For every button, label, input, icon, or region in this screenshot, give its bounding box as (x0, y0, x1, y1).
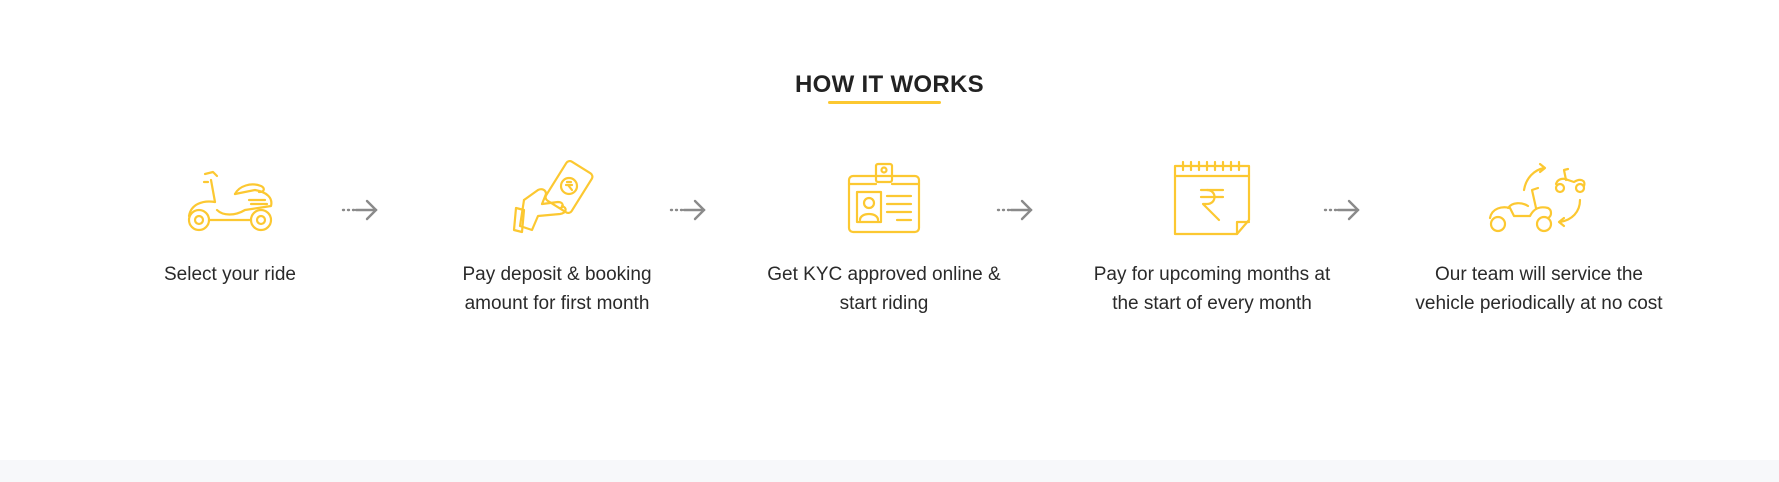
how-it-works-section: HOW IT WORKS Select your ride (105, 71, 1664, 318)
dotted-arrow-icon (669, 199, 706, 221)
dotted-arrow-icon (341, 199, 378, 221)
step-pay-deposit: Pay deposit & booking amount for first m… (432, 160, 682, 318)
rupee-calendar-icon (1173, 160, 1251, 236)
section-title: HOW IT WORKS (795, 71, 984, 98)
step-label: Our team will service the vehicle period… (1415, 264, 1663, 314)
dotted-arrow-icon (1323, 199, 1360, 221)
step-select-ride: Select your ride (105, 160, 355, 289)
step-label: Get KYC approved online & start riding (767, 264, 1001, 314)
title-underline (828, 101, 941, 104)
id-badge-icon (847, 162, 921, 234)
step-kyc: Get KYC approved online & start riding (759, 160, 1009, 318)
step-monthly-pay: Pay for upcoming months at the start of … (1087, 160, 1337, 318)
step-service: Our team will service the vehicle period… (1414, 160, 1664, 318)
scooter-service-cycle-icon (1488, 162, 1586, 233)
step-label: Select your ride (163, 264, 296, 285)
next-section-edge (0, 460, 1779, 482)
hand-payment-card-icon (512, 160, 594, 234)
step-label: Pay for upcoming months at the start of … (1093, 264, 1331, 314)
dotted-arrow-icon (996, 199, 1033, 221)
scooter-icon (187, 170, 273, 232)
step-label: Pay deposit & booking amount for first m… (462, 264, 652, 314)
